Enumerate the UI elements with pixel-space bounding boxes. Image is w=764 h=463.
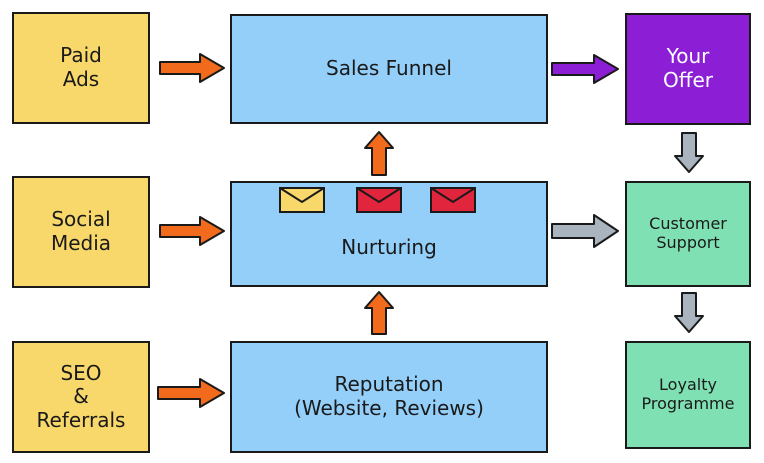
your-offer-label-line1: Your	[666, 44, 710, 69]
envelope-icon	[356, 187, 402, 213]
envelope-icon	[430, 187, 476, 213]
social-media-label-line2: Media	[50, 231, 112, 255]
reputation-label-line2: (Website, Reviews)	[294, 396, 484, 420]
social-media-box: Social Media	[12, 176, 150, 288]
loyalty-programme-label-line1: Loyalty	[659, 375, 717, 395]
reputation-box: Reputation (Website, Reviews)	[230, 341, 548, 453]
customer-support-label-line1: Customer	[649, 214, 727, 234]
arrow-seo-referrals-to-reputation	[157, 378, 225, 408]
arrow-nurturing-to-customer-support	[551, 214, 619, 248]
arrow-sales-funnel-to-your-offer	[551, 54, 619, 84]
seo-referrals-label-line1: SEO	[60, 360, 102, 385]
your-offer-label-line2: Offer	[662, 68, 714, 92]
sales-funnel-box: Sales Funnel	[230, 14, 548, 124]
seo-referrals-label-line2: &	[73, 384, 89, 409]
sales-funnel-label: Sales Funnel	[326, 56, 452, 81]
arrow-customer-support-to-loyalty-programme	[674, 292, 704, 333]
paid-ads-box: Paid Ads	[12, 12, 150, 124]
loyalty-programme-box: Loyalty Programme	[625, 341, 751, 449]
paid-ads-label-line2: Ads	[62, 67, 100, 91]
arrow-your-offer-to-customer-support	[674, 132, 704, 173]
arrow-nurturing-to-sales-funnel	[364, 131, 394, 176]
arrow-paid-ads-to-sales-funnel	[159, 53, 225, 83]
paid-ads-label-line1: Paid	[60, 43, 102, 68]
seo-referrals-box: SEO & Referrals	[12, 341, 150, 453]
seo-referrals-label-line3: Referrals	[36, 407, 126, 432]
loyalty-programme-label-line2: Programme	[641, 394, 735, 413]
reputation-label-line1: Reputation	[334, 372, 444, 397]
your-offer-box: Your Offer	[625, 13, 751, 125]
arrow-reputation-to-nurturing	[364, 291, 394, 335]
customer-support-label-line2: Support	[656, 233, 720, 252]
nurturing-label: Nurturing	[341, 235, 437, 260]
arrow-social-media-to-nurturing	[159, 216, 225, 246]
envelope-icon	[279, 187, 325, 213]
social-media-label-line1: Social	[51, 207, 111, 232]
customer-support-box: Customer Support	[625, 181, 751, 287]
